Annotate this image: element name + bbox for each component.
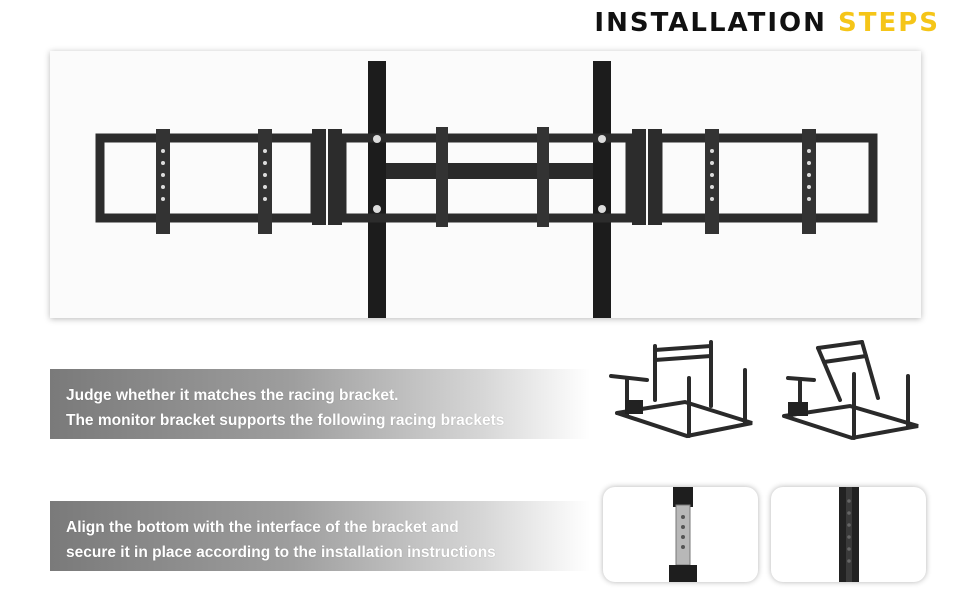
step-1-line-1: Judge whether it matches the racing brac… [66, 387, 399, 404]
title-main: INSTALLATION [594, 8, 827, 38]
triple-monitor-mount-photo [50, 51, 921, 318]
step-2-line-2: secure it in place according to the inst… [66, 544, 496, 561]
page-title: INSTALLATION STEPS [594, 8, 940, 38]
bracket-interface-photo-1 [603, 487, 758, 582]
bracket-interface-photo-2 [771, 487, 926, 582]
title-accent: STEPS [837, 8, 940, 38]
step-2-banner: Align the bottom with the interface of t… [50, 501, 590, 571]
step-1-banner: Judge whether it matches the racing brac… [50, 369, 590, 439]
step-2-line-1: Align the bottom with the interface of t… [66, 519, 459, 536]
racing-bracket-photo-2 [778, 338, 928, 448]
step-1-line-2: The monitor bracket supports the followi… [66, 412, 505, 429]
racing-bracket-photo-1 [607, 338, 757, 448]
